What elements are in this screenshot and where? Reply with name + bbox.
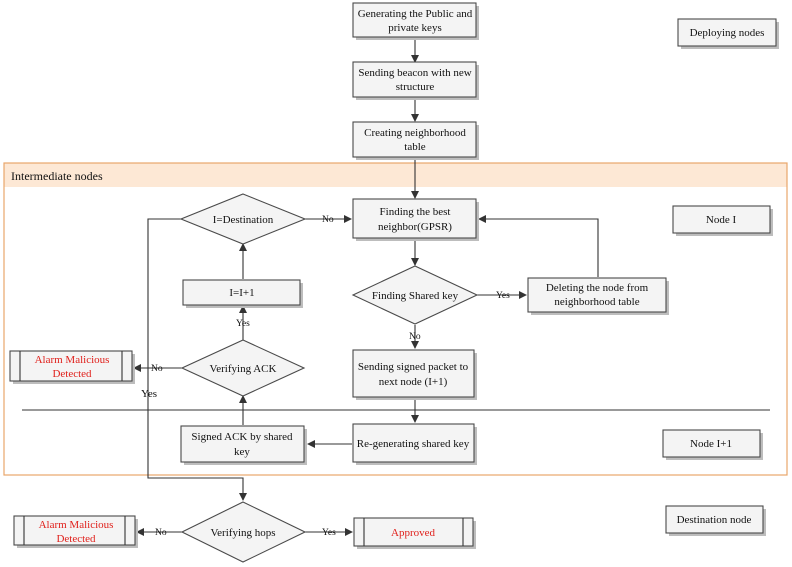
step-send-signed-line2: next node (I+1): [379, 376, 448, 388]
decision-i-destination: I=Destination: [179, 193, 307, 245]
alarm-2-line1: Alarm Malicious: [39, 519, 114, 531]
step-beacon-line1: Sending beacon with new: [358, 67, 471, 79]
label-node-i1: Node I+1: [662, 429, 763, 460]
step-signed-ack: Signed ACK by shared key: [180, 425, 307, 465]
step-delete-node-line1: Deleting the node from: [546, 282, 649, 294]
label-node-i1-text: Node I+1: [690, 438, 732, 450]
decision-verify-hops-text: Verifying hops: [210, 527, 275, 539]
edge-labels: No Yes No Yes No Yes No Yes: [141, 215, 510, 538]
step-beacon-line2: structure: [396, 81, 435, 93]
step-beacon: Sending beacon with new structure: [352, 61, 479, 100]
edge-idest-verifyhops: [147, 218, 247, 501]
step-i-increment-text: I=I+1: [229, 287, 254, 299]
edge-label-hops-yes: Yes: [322, 528, 336, 538]
step-table-line2: table: [404, 141, 425, 153]
step-regen-key: Re-generating shared key: [352, 423, 477, 465]
edge-label-ack-yes: Yes: [236, 319, 250, 329]
connectors: [133, 37, 599, 536]
label-node-i-text: Node I: [706, 214, 737, 226]
step-regen-key-text: Re-generating shared key: [357, 438, 470, 450]
approved-box: Approved: [353, 517, 476, 549]
step-table-line1: Creating neighborhood: [364, 127, 466, 139]
step-gen-keys: Generating the Public and private keys: [352, 2, 479, 40]
edge-label-hops-no: No: [155, 528, 167, 538]
label-node-i: Node I: [672, 205, 773, 236]
edge-label-dest-yes: Yes: [141, 388, 157, 400]
edge-delete-bestneighbor: [478, 215, 599, 277]
decision-verify-ack-text: Verifying ACK: [210, 363, 277, 375]
step-best-neighbor: Finding the best neighbor(GPSR): [352, 198, 479, 241]
alarm-2-line2: Detected: [56, 533, 96, 545]
edge-label-ack-no: No: [151, 364, 163, 374]
alarm-malicious-2: Alarm Malicious Detected: [13, 515, 138, 548]
step-gen-keys-line2: private keys: [388, 22, 441, 34]
alarm-malicious-1: Alarm Malicious Detected: [9, 350, 135, 384]
decision-shared-key: Finding Shared key: [351, 265, 479, 325]
step-gen-keys-line1: Generating the Public and: [358, 8, 473, 20]
decision-i-destination-text: I=Destination: [213, 214, 274, 226]
label-destination-text: Destination node: [677, 514, 752, 526]
step-send-signed-line1: Sending signed packet to: [358, 361, 469, 373]
alarm-1-line2: Detected: [52, 368, 92, 380]
step-i-increment: I=I+1: [182, 279, 303, 308]
approved-text: Approved: [391, 527, 435, 539]
step-send-signed: Sending signed packet to next node (I+1): [352, 349, 477, 400]
step-signed-ack-line1: Signed ACK by shared: [191, 431, 293, 443]
decision-verify-ack: Verifying ACK: [180, 339, 306, 397]
step-delete-node: Deleting the node from neighborhood tabl…: [527, 277, 669, 315]
decision-shared-key-text: Finding Shared key: [372, 290, 459, 302]
decision-verify-hops: Verifying hops: [180, 501, 307, 563]
edge-label-shared-no: No: [409, 332, 421, 342]
edge-label-shared-yes: Yes: [496, 291, 510, 301]
step-neighborhood-table: Creating neighborhood table: [352, 121, 479, 160]
label-deploying-text: Deploying nodes: [690, 27, 765, 39]
intermediate-band-title: Intermediate nodes: [11, 169, 103, 183]
edge-label-dest-no: No: [322, 215, 334, 225]
label-destination-node: Destination node: [665, 505, 766, 536]
step-best-neighbor-line1: Finding the best: [380, 206, 451, 218]
step-signed-ack-line2: key: [234, 446, 250, 458]
label-deploying-nodes: Deploying nodes: [677, 18, 779, 49]
step-delete-node-line2: neighborhood table: [554, 296, 639, 308]
intermediate-nodes-band: Intermediate nodes: [3, 162, 788, 476]
alarm-1-line1: Alarm Malicious: [35, 354, 110, 366]
step-best-neighbor-line2: neighbor(GPSR): [378, 221, 452, 233]
